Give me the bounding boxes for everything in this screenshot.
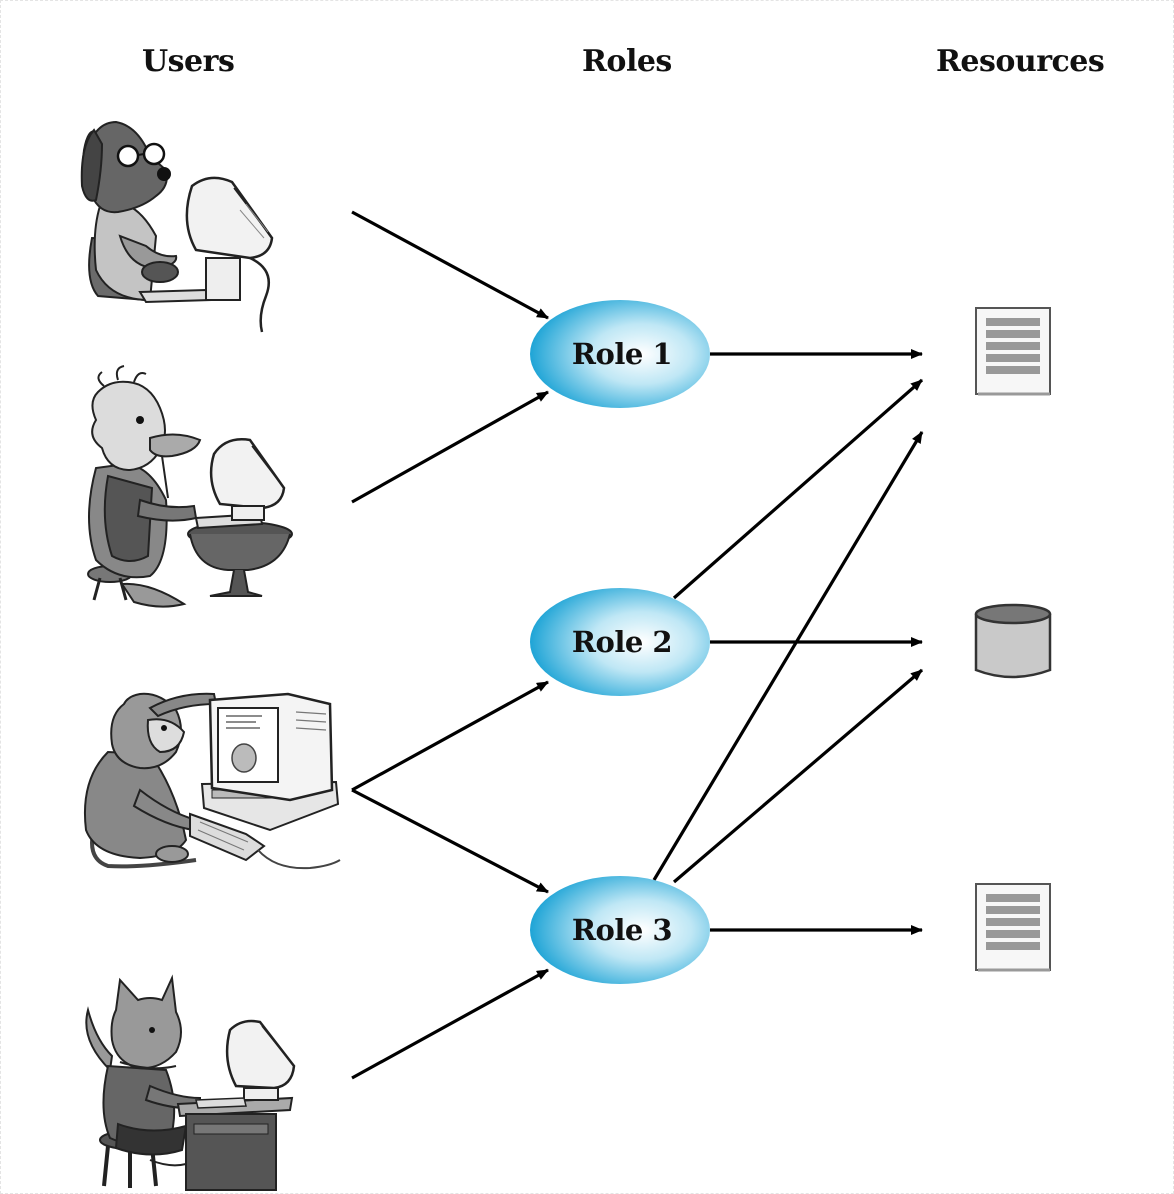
monkey-at-computer-icon <box>83 692 341 870</box>
role-1: Role 1 <box>530 300 710 408</box>
dog-at-computer-icon <box>80 120 274 333</box>
arrow-user2-role1 <box>351 390 549 504</box>
document-icon <box>975 883 1051 972</box>
role-1-label: Role 1 <box>572 337 672 371</box>
role-3: Role 3 <box>530 876 710 984</box>
cat-at-computer-icon <box>85 974 296 1191</box>
arrows <box>351 210 924 1080</box>
duck-at-computer-icon <box>87 365 293 608</box>
arrow-user3-role3 <box>351 788 549 894</box>
database-icon <box>974 603 1052 679</box>
users-header: Users <box>142 44 235 79</box>
arrow-user3-role2 <box>351 680 549 792</box>
role-3-label: Role 3 <box>572 913 672 947</box>
role-2: Role 2 <box>530 588 710 696</box>
role-2-label: Role 2 <box>572 625 672 659</box>
arrow-role3-resource2 <box>672 668 924 884</box>
arrow-role2-resource1 <box>672 378 924 600</box>
document-icon <box>975 307 1051 396</box>
arrow-user4-role3 <box>351 968 549 1080</box>
arrow-role3-resource1 <box>652 431 924 881</box>
resources-header: Resources <box>936 44 1105 79</box>
roles-header: Roles <box>582 44 672 79</box>
arrow-user1-role1 <box>351 210 549 320</box>
